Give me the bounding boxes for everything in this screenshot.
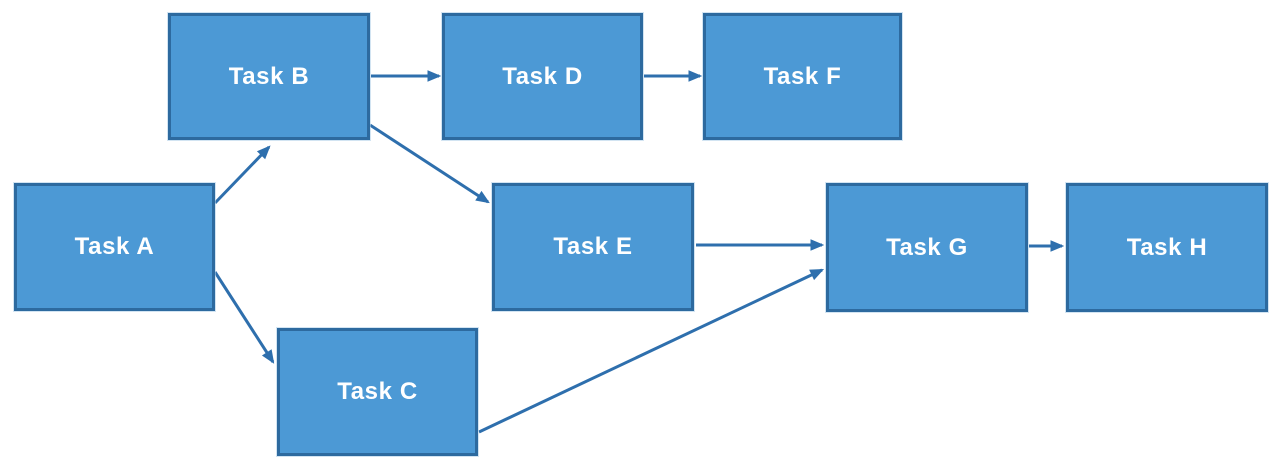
task-node-label: Task D (502, 62, 583, 90)
task-node-b[interactable]: Task B (168, 13, 370, 140)
task-node-label: Task C (337, 378, 418, 405)
task-node-e[interactable]: Task E (492, 183, 694, 311)
task-node-label: Task G (886, 233, 968, 261)
task-node-label: Task H (1126, 233, 1208, 261)
task-node-h[interactable]: Task H (1066, 183, 1268, 312)
task-node-f[interactable]: Task F (703, 13, 902, 140)
task-node-label: Task B (228, 62, 310, 90)
task-node-label: Task A (74, 233, 155, 260)
task-node-g[interactable]: Task G (826, 183, 1028, 312)
task-node-a[interactable]: Task A (14, 183, 215, 311)
task-node-label: Task F (763, 62, 842, 90)
task-node-c[interactable]: Task C (277, 328, 478, 456)
edge-a-c (213, 271, 275, 362)
task-node-label: Task E (553, 233, 633, 260)
task-node-d[interactable]: Task D (442, 13, 643, 140)
edge-a-b (213, 147, 269, 205)
